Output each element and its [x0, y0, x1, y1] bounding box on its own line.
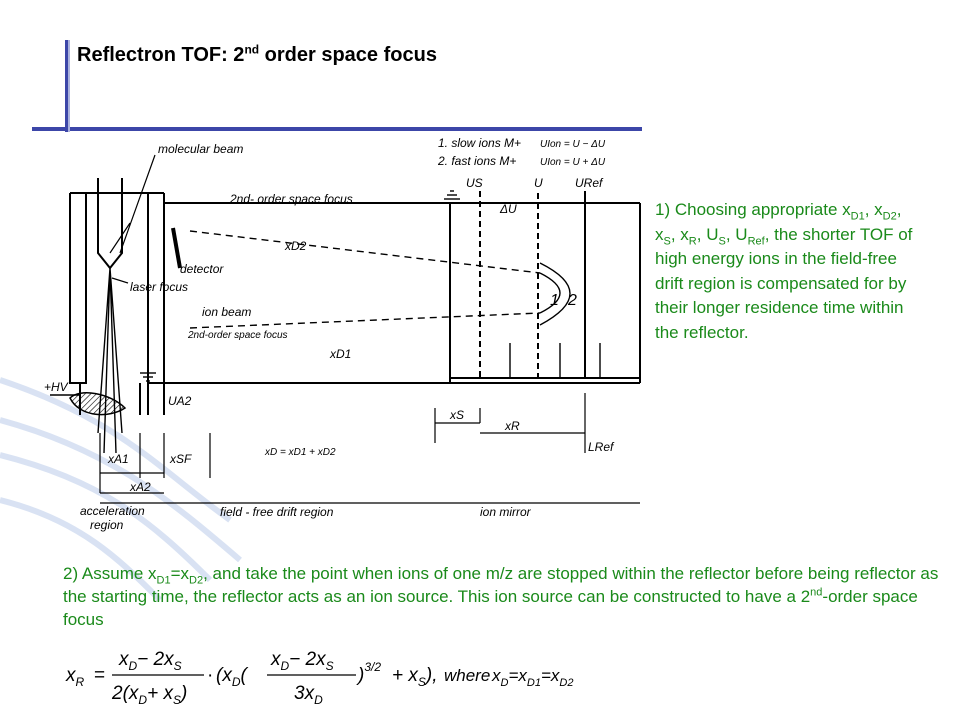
label-us: US [466, 176, 483, 190]
slide-title: Reflectron TOF: 2nd order space focus [77, 42, 437, 66]
label-acceleration: acceleration [80, 504, 145, 518]
label-laser-focus: laser focus [130, 280, 188, 294]
eq-den1: 2(xD+ xS) [111, 683, 187, 707]
dimension-lines [99, 393, 640, 504]
label-trajectory-1: 1 [550, 292, 559, 309]
point-1-text: 1) Choosing appropriate xD1, xD2, xS, xR… [655, 200, 913, 342]
label-fast-ions: 2. fast ions M+ [437, 154, 516, 168]
eq-dot: · [207, 665, 213, 686]
label-molecular-beam: molecular beam [158, 142, 243, 156]
ion-path-lower [189, 312, 541, 329]
label-xsf: xSF [169, 452, 192, 466]
label-trajectory-2: 2 [567, 292, 577, 309]
label-2nd-focus: 2nd- order space focus [229, 192, 353, 206]
eq-lhs: xR [65, 665, 85, 689]
label-detector: detector [180, 262, 224, 276]
eq-equals: = [94, 665, 105, 686]
label-slow-ions: 1. slow ions M+ [438, 136, 521, 150]
label-ua2: UA2 [168, 394, 192, 408]
point-2-text: 2) Assume xD1=xD2, and take the point wh… [63, 564, 939, 629]
ground-symbols [140, 190, 460, 382]
label-ion-mirror: ion mirror [480, 505, 532, 519]
eq-num2: xD− 2xS [270, 649, 334, 673]
reflection-curve-2 [539, 262, 571, 326]
source-housing-right [147, 193, 165, 384]
label-field-free: field - free drift region [220, 505, 334, 519]
eq-den2: 3xD [294, 683, 323, 707]
label-xd-sum: xD = xD1 + xD2 [264, 447, 336, 458]
accent-bar-horizontal [32, 127, 642, 131]
eq-tail: + xS), [392, 665, 438, 689]
eq-power: )3/2 [356, 660, 381, 686]
laser-focus-leader [111, 277, 129, 284]
label-xa2: xA2 [129, 480, 151, 494]
label-xa1: xA1 [107, 452, 129, 466]
sample-blob [69, 392, 127, 416]
label-space-focus-small: 2nd-order space focus [187, 330, 288, 341]
reflectron-diagram: molecular beam 2nd- order space focus de… [44, 136, 641, 532]
label-uref: URef [575, 176, 604, 190]
label-region: region [90, 518, 124, 532]
accent-bar-vertical [65, 40, 68, 132]
molecular-beam-leader [109, 154, 156, 254]
label-xd1: xD1 [329, 347, 351, 361]
eq-where: where [444, 666, 490, 685]
label-uion-2: UIon = U + ΔU [540, 157, 606, 168]
accent-bar-vertical-light [68, 40, 70, 132]
label-du: ΔU [499, 202, 517, 216]
mirror-frame [449, 203, 640, 383]
detector-plate [171, 227, 182, 269]
label-xr: xR [504, 419, 520, 433]
electrode-ua2 [147, 383, 165, 415]
space-focus-equation: xR = xD− 2xS 2(xD+ xS) · (xD( xD− 2xS 3x… [65, 649, 573, 707]
label-ion-beam: ion beam [202, 305, 251, 319]
label-xs: xS [449, 408, 464, 422]
eq-num1: xD− 2xS [118, 649, 182, 673]
mirror-ring-lines [509, 343, 601, 378]
background-swooshes [0, 377, 242, 603]
label-xd2: xD2 [284, 239, 307, 253]
label-uion-1: UIon = U − ΔU [540, 139, 606, 150]
source-housing-left [69, 193, 87, 384]
nozzle [97, 178, 123, 270]
label-u: U [534, 176, 543, 190]
eq-paren-open: (xD( [216, 665, 249, 689]
reflection-curve-1 [539, 272, 561, 314]
eq-xd-defs: xD=xD1=xD2 [491, 666, 573, 689]
ion-path-upper [189, 230, 541, 274]
label-lref: LRef [588, 440, 615, 454]
label-hv: +HV [44, 380, 69, 394]
laser-beam [97, 267, 123, 454]
